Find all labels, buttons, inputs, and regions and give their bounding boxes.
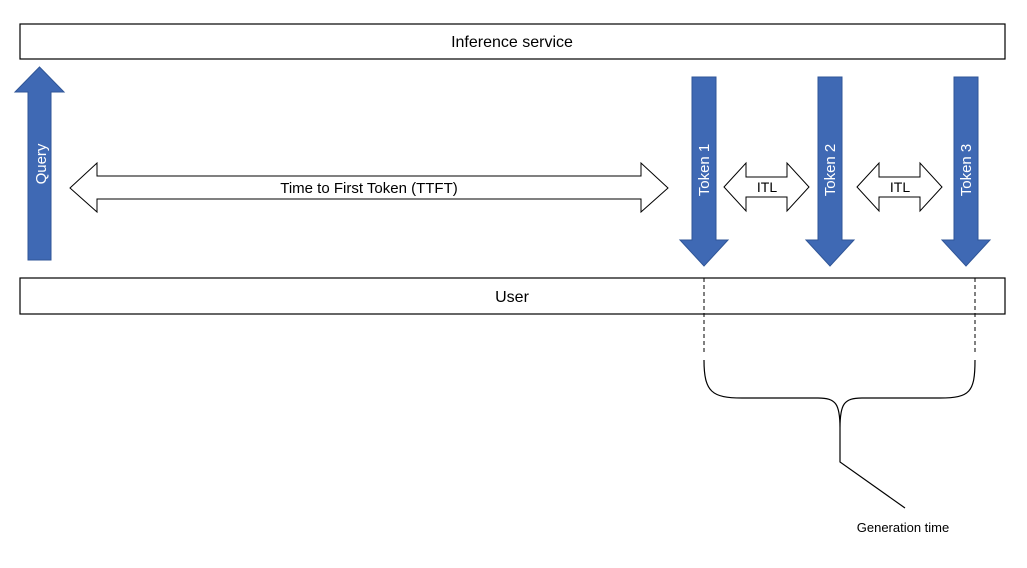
user-box: User [19,277,1006,315]
token-2-label: Token 2 [822,144,839,197]
inference-service-label: Inference service [451,34,573,51]
itl-double-arrow-1: ITL [723,161,810,213]
user-label: User [495,289,529,306]
generation-time-label: Generation time [857,520,950,535]
ttft-label: Time to First Token (TTFT) [280,180,458,197]
token-1-label: Token 1 [696,144,713,197]
ttft-double-arrow: Time to First Token (TTFT) [69,161,669,214]
token-3-label: Token 3 [958,144,975,197]
itl-label-2: ITL [890,179,910,195]
token-3-arrow: Token 3 [940,76,992,267]
itl-double-arrow-2: ITL [856,161,943,213]
itl-label-1: ITL [757,179,777,195]
token-2-arrow: Token 2 [804,76,856,267]
inference-service-box: Inference service [19,23,1006,60]
token-1-arrow: Token 1 [678,76,730,267]
query-arrow: Query [13,66,66,261]
query-label: Query [33,143,50,184]
generation-leader-line [839,428,906,509]
generation-brace [703,359,976,429]
